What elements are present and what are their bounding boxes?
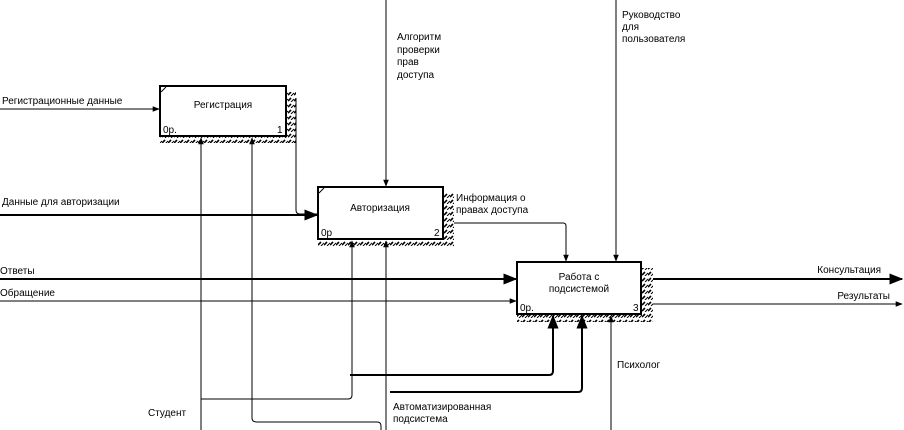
arrow-line [295,98,317,215]
box-title-line-2: подсистемой [549,284,609,295]
control-arrow-user-guide[interactable]: Руководство для пользователя [613,0,685,262]
box-shadow-bottom [517,314,653,322]
box-shadow-right [443,193,454,247]
arrow-line [454,222,569,262]
arrow-label: Обращение [0,287,55,299]
arrow-label-line-2: подсистема [393,414,448,425]
control-arrow-access-algorithm[interactable]: Алгоритм проверки прав доступа [383,0,441,187]
arrow-label-line-1: Автоматизированная [393,402,491,413]
arrow-label-line-2: правах доступа [456,205,529,216]
arrow-label-line-1: Алгоритм [397,32,441,43]
mechanism-arrow-auto-subsystem[interactable]: Автоматизированная подсистема [249,137,588,430]
box-corner-mark [318,187,325,194]
activity-box-subsystem-work[interactable]: Работа с подсистемой 0р. 3 [516,261,653,322]
box-shadow-bottom [160,136,296,143]
output-arrow-consultation[interactable]: Консультация [653,265,904,285]
arrow-label-line-3: пользователя [622,34,685,45]
box-cost: 0р [321,228,333,239]
arrow-line-to-box3 [390,314,588,393]
arrow-label: Результаты [837,291,890,302]
activity-box-authorization[interactable]: Авторизация 0р 2 [317,186,454,247]
box-title: Авторизация [350,203,410,214]
arrow-label: Ответы [0,266,35,277]
box-frame [516,261,642,315]
box-cost: 0р. [163,125,177,136]
mechanism-arrow-student[interactable]: Студент [148,137,559,430]
input-arrow-auth-data[interactable]: Данные для авторизации [0,197,319,221]
arrow-label-line-3: прав [397,57,419,68]
box-frame [159,85,287,137]
arrow-label: Регистрационные данные [2,96,123,107]
input-arrow-request[interactable]: Обращение [0,287,517,304]
arrow-label-line-1: Информация о [456,192,526,204]
box-frame [317,186,444,240]
arrow-label-line-2: для [622,22,639,33]
arrow-line-to-box1 [249,137,382,430]
box-number: 1 [277,125,283,136]
arrow-label: Консультация [817,265,881,276]
box-corner-mark [160,86,167,93]
output-arrow-results[interactable]: Результаты [653,291,903,307]
box-title: Регистрация [194,100,252,111]
arrow-label-line-4: доступа [397,70,435,81]
box-shadow-right [641,268,653,322]
arrow-label: Студент [148,408,187,419]
box-number: 3 [633,303,639,314]
input-arrow-answers[interactable]: Ответы [0,266,518,285]
internal-arrow-access-info[interactable]: Информация о правах доступа [454,192,569,262]
arrow-label-line-1: Руководство [622,10,681,21]
arrow-line-to-box3 [350,314,559,376]
activity-box-registration[interactable]: Регистрация 0р. 1 [159,85,296,143]
box-cost: 0р. [520,303,534,314]
arrow-label: Данные для авторизации [2,197,120,208]
box-title-line-1: Работа с [559,271,600,283]
mechanism-arrow-psychologist[interactable]: Психолог [608,315,661,430]
internal-arrow-reg-to-auth[interactable] [295,98,317,215]
arrow-line-to-box2 [201,240,355,400]
arrow-label: Психолог [617,360,661,371]
box-shadow-right [286,92,296,143]
input-arrow-registration-data[interactable]: Регистрационные данные [0,96,160,112]
arrow-label-line-2: проверки [397,45,440,56]
box-number: 2 [434,228,440,239]
